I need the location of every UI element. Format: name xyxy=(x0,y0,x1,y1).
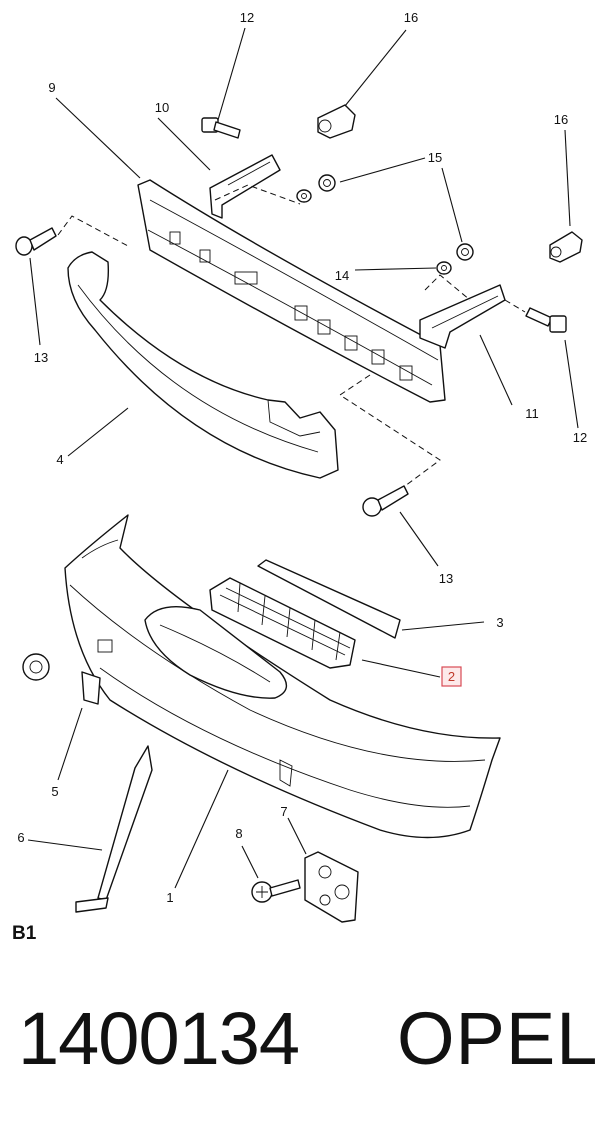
energy-absorber xyxy=(67,251,339,479)
assembly-line xyxy=(424,274,471,301)
bolt-12-upper-icon xyxy=(201,117,241,139)
callout-8: 8 xyxy=(235,826,242,841)
callout-2-highlighted[interactable]: 2 xyxy=(441,666,462,687)
callout-11: 11 xyxy=(525,406,539,421)
callout-10: 10 xyxy=(155,100,169,115)
section-label: B1 xyxy=(12,923,37,944)
grille xyxy=(209,577,356,669)
callout-6: 6 xyxy=(17,830,24,845)
callout-14: 14 xyxy=(335,268,349,283)
tow-eye-cover xyxy=(81,671,101,705)
parts-diagram: 12 16 9 10 16 15 14 13 11 12 4 13 3 2 5 … xyxy=(15,10,587,923)
nut-15-right-icon xyxy=(456,243,474,261)
clip-16-upper-icon xyxy=(317,104,356,139)
clip-round-icon xyxy=(22,653,50,681)
callout-12: 12 xyxy=(573,430,587,445)
screw-8-icon xyxy=(251,879,301,903)
callout-15: 15 xyxy=(428,150,442,165)
callout-9: 9 xyxy=(48,80,55,95)
callout-16: 16 xyxy=(404,10,418,25)
part-number: 1400134 xyxy=(18,997,300,1080)
bumper-reinforcement-beam xyxy=(137,179,446,403)
assembly-line xyxy=(339,374,441,487)
washer-14-right-icon xyxy=(436,261,452,275)
callout-3: 3 xyxy=(496,615,503,630)
clip-16-right-icon xyxy=(549,231,583,263)
trim-strip xyxy=(257,559,401,639)
washer-14-left-icon xyxy=(296,189,312,203)
assembly-line xyxy=(214,184,301,205)
assembly-line xyxy=(57,215,129,247)
tow-bar xyxy=(75,745,153,913)
mounting-bracket-7 xyxy=(304,851,359,923)
callout-7: 7 xyxy=(280,804,287,819)
callout-4: 4 xyxy=(56,452,63,467)
callout-16: 16 xyxy=(554,112,568,127)
callout-12: 12 xyxy=(240,10,254,25)
callout-5: 5 xyxy=(51,784,58,799)
callout-13: 13 xyxy=(439,571,453,586)
nut-15-left-icon xyxy=(318,174,336,192)
bolt-12-lower-icon xyxy=(525,307,567,333)
bumper-cover xyxy=(64,514,501,839)
callout-13: 13 xyxy=(34,350,48,365)
callout-2: 2 xyxy=(448,669,455,684)
callout-1: 1 xyxy=(166,890,173,905)
bracket-right xyxy=(419,284,506,349)
push-pin-13-lower-icon xyxy=(362,485,409,517)
brand-name: OPEL xyxy=(397,997,599,1080)
assembly-line xyxy=(504,299,526,313)
push-pin-13-left-icon xyxy=(15,227,57,256)
